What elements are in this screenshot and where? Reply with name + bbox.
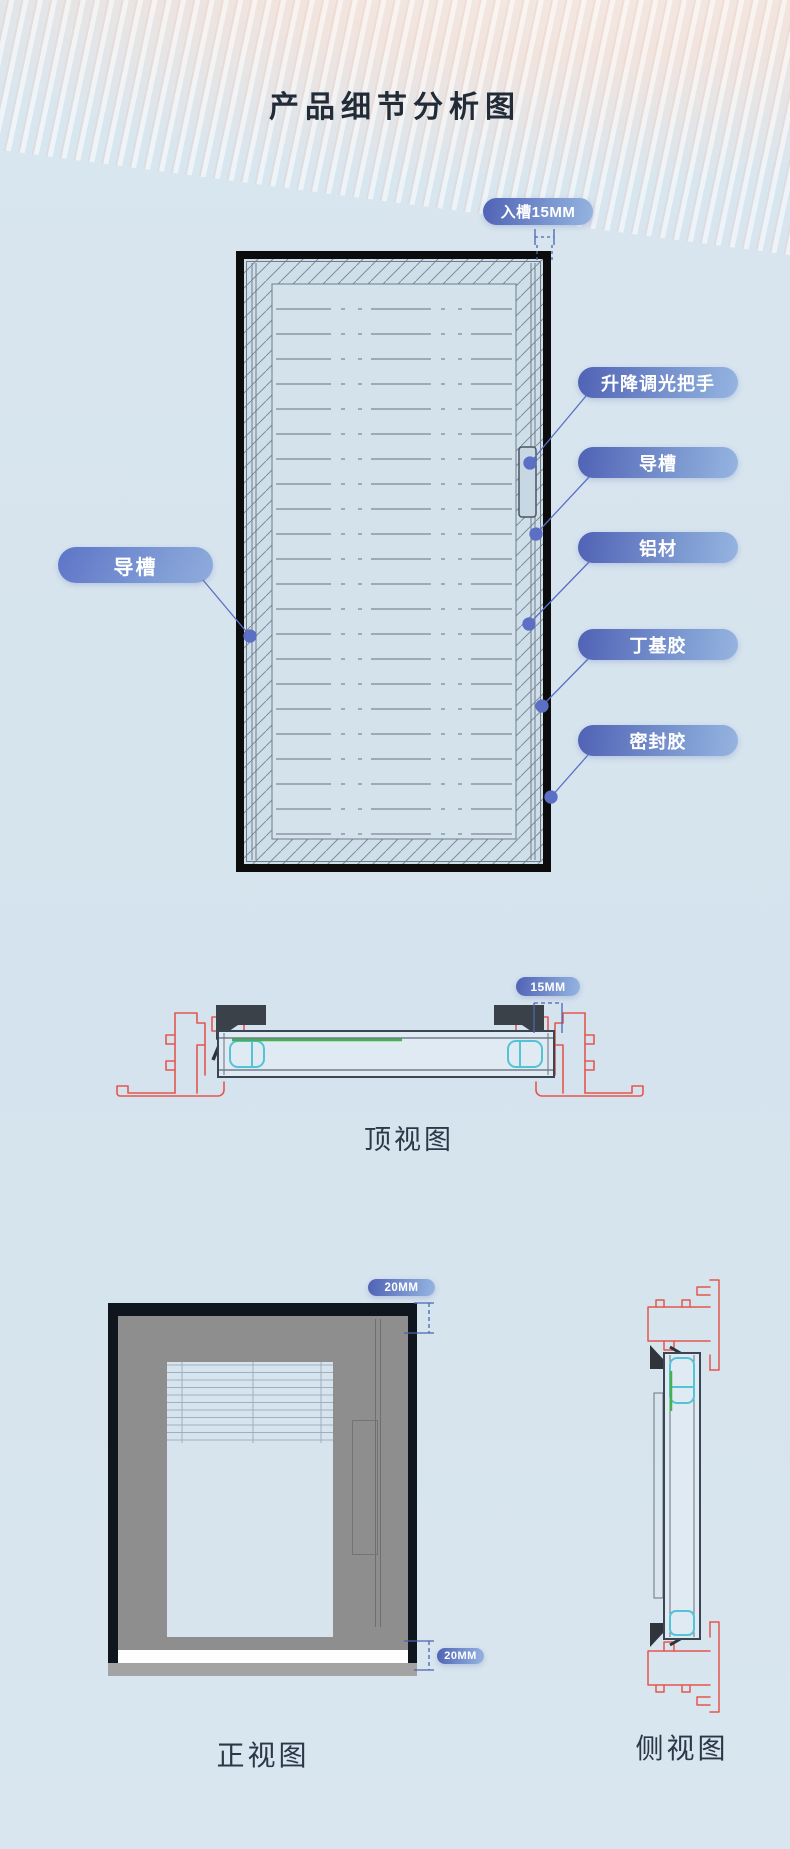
frame-left [108,1316,118,1665]
glass-panel [167,1362,333,1637]
frame-bottom [108,1663,417,1676]
frame-top [108,1303,417,1316]
handle-box [352,1420,378,1555]
label-groove-top: 入槽15MM [483,198,593,225]
bottom-sill [118,1650,408,1663]
label-guide-rail-left: 导槽 [58,547,213,583]
side-view-drawing [646,1279,721,1714]
topview-dimension-bracket [533,1002,563,1033]
label-guide-rail-right: 导槽 [578,447,738,478]
topview-dim-label: 15MM [516,977,580,996]
label-sealant: 密封胶 [578,725,738,756]
main-detail-drawing [236,251,551,872]
frontview-dim-bottom: 20MM [437,1648,484,1664]
sideview-caption: 侧视图 [635,1733,729,1764]
lift-handle [518,446,537,518]
page-title: 产品细节分析图 [269,91,521,124]
frontview-caption: 正视图 [216,1740,310,1771]
side-track-section [653,1392,664,1599]
spacer-right [507,1040,543,1068]
top-view-drawing [116,1002,644,1097]
frame-right [408,1316,417,1665]
spacer-bottom [669,1610,695,1636]
side-track [375,1319,381,1627]
blind-slats [276,308,512,835]
frontview-dim-top: 20MM [368,1279,435,1296]
label-butyl-glue: 丁基胶 [578,629,738,660]
marble-texture [0,0,790,255]
glass-panel-section [217,1030,555,1078]
topview-caption: 顶视图 [364,1125,454,1155]
label-aluminium: 铝材 [578,532,738,563]
label-lift-handle: 升降调光把手 [578,367,738,398]
blinds-panel [271,283,517,840]
front-view-drawing [108,1303,417,1676]
